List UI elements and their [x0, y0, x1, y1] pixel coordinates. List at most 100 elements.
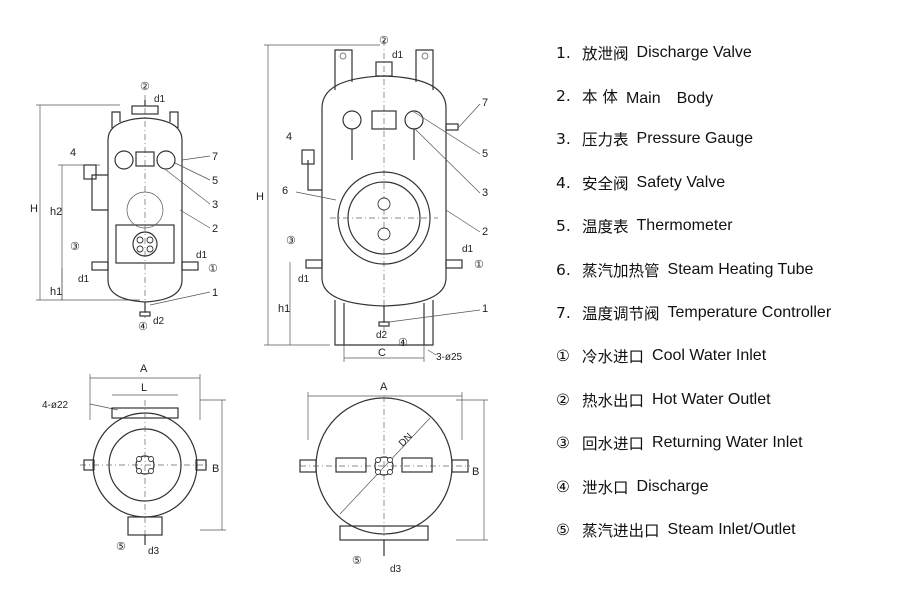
label-h1-large: h1 — [278, 303, 290, 315]
legend-num: ① — [556, 347, 570, 366]
label-holes-small: 4-ø22 — [42, 400, 69, 411]
label-c2-large: ② — [379, 35, 389, 47]
label-p1-large: 1 — [482, 303, 488, 315]
legend-item-2: 2. 本 体 Main Body — [556, 74, 901, 117]
large-vessel-top-view: A B DN ⑤ d3 — [299, 381, 488, 575]
legend-num: ⑤ — [556, 520, 570, 539]
label-c4-large: ④ — [398, 337, 408, 349]
legend-item-c3: ③ 回水进口 Returning Water Inlet — [556, 422, 901, 465]
label-d1-right-large: d1 — [462, 244, 474, 255]
legend-en: Temperature Controller — [667, 304, 832, 322]
label-b-large: B — [472, 466, 479, 478]
legend-zh: 回水进口 — [582, 435, 645, 454]
label-p6-large: 6 — [282, 185, 288, 197]
legend-num: 7. — [556, 304, 571, 323]
legend-zh: 温度调节阀 — [582, 305, 660, 324]
legend-en: Discharge Valve — [636, 43, 752, 61]
legend-item-7: 7. 温度调节阀 Temperature Controller — [556, 291, 901, 334]
label-c1-small: ① — [208, 263, 218, 275]
legend-en: Cool Water Inlet — [652, 347, 767, 365]
label-a-large: A — [380, 381, 388, 393]
label-d1-top-large: d1 — [392, 50, 404, 61]
legend-en: Main Body — [625, 90, 714, 108]
legend-item-c1: ① 冷水进口 Cool Water Inlet — [556, 335, 901, 378]
legend-item-c5: ⑤ 蒸汽进出口 Steam Inlet/Outlet — [556, 508, 901, 551]
legend-en: Returning Water Inlet — [652, 434, 803, 452]
label-p7-large: 7 — [482, 97, 488, 109]
legend-num: 2. — [556, 87, 571, 106]
legend-zh: 热水出口 — [582, 391, 645, 410]
label-d1-right-small: d1 — [196, 250, 208, 261]
large-vessel-front-view: H h1 — [256, 35, 488, 363]
label-p2-large: 2 — [482, 226, 488, 238]
label-holes-large: 3-ø25 — [436, 352, 463, 363]
label-d3-large: d3 — [390, 564, 402, 575]
label-p4-large: 4 — [286, 131, 292, 143]
legend-en: Safety Valve — [636, 173, 726, 191]
label-c5-large: ⑤ — [352, 555, 362, 567]
label-c4-small: ④ — [138, 321, 148, 333]
label-d1-left-large: d1 — [298, 274, 310, 285]
label-p5-large: 5 — [482, 148, 488, 160]
legend-zh: 本 体 — [582, 88, 618, 107]
legend-item-c4: ④ 泄水口 Discharge — [556, 465, 901, 508]
legend-en: Pressure Gauge — [636, 130, 754, 148]
legend-zh: 泄水口 — [582, 478, 629, 497]
legend-num: ② — [556, 390, 570, 409]
legend-zh: 放泄阀 — [582, 44, 629, 63]
label-c2-small: ② — [140, 81, 150, 93]
label-c: C — [378, 347, 386, 359]
legend-zh: 安全阀 — [582, 174, 629, 193]
label-h-large: H — [256, 191, 264, 203]
legend-zh: 温度表 — [582, 218, 629, 237]
label-c3-large: ③ — [286, 235, 296, 247]
label-p5-small: 5 — [212, 175, 218, 187]
label-c1-large: ① — [474, 259, 484, 271]
legend-zh: 压力表 — [582, 131, 629, 150]
label-d1-left-small: d1 — [78, 274, 90, 285]
legend-en: Steam Heating Tube — [667, 260, 814, 278]
label-p7-small: 7 — [212, 151, 218, 163]
legend-item-5: 5. 温度表 Thermometer — [556, 205, 901, 248]
legend-item-1: 1. 放泄阀 Discharge Valve — [556, 31, 901, 74]
label-d3-small: d3 — [148, 546, 160, 557]
label-h2: h2 — [50, 206, 62, 218]
label-d2-large: d2 — [376, 330, 388, 341]
legend-item-6: 6. 蒸汽加热管 Steam Heating Tube — [556, 248, 901, 291]
legend-num: 4. — [556, 173, 571, 192]
label-b-small: B — [212, 463, 219, 475]
label-l: L — [141, 382, 147, 394]
legend-en: Steam Inlet/Outlet — [667, 520, 796, 538]
legend-list: 1. 放泄阀 Discharge Valve 2. 本 体 Main Body 3. 压力… — [556, 31, 901, 552]
legend-zh: 蒸汽进出口 — [582, 521, 660, 540]
label-a-small: A — [140, 363, 148, 375]
legend-num: ④ — [556, 477, 570, 496]
small-vessel-top-view: A L 4-ø22 B ⑤ d3 — [42, 363, 226, 557]
label-c5-small: ⑤ — [116, 541, 126, 553]
legend-en: Hot Water Outlet — [652, 390, 771, 408]
legend-num: ③ — [556, 434, 570, 453]
label-h1-small: h1 — [50, 286, 62, 298]
legend-item-3: 3. 压力表 Pressure Gauge — [556, 118, 901, 161]
label-dn: DN — [397, 431, 415, 449]
legend-en: Discharge — [636, 477, 709, 495]
label-p4-small: 4 — [70, 147, 76, 159]
label-d2-small: d2 — [153, 316, 165, 327]
legend-num: 1. — [556, 43, 571, 62]
label-d1-top-small: d1 — [154, 94, 166, 105]
label-p1-small: 1 — [212, 287, 218, 299]
label-p3-small: 3 — [212, 199, 218, 211]
legend-item-c2: ② 热水出口 Hot Water Outlet — [556, 378, 901, 421]
technical-drawing: H h2 h1 — [30, 35, 488, 575]
label-h-small: H — [30, 203, 38, 215]
label-p3-large: 3 — [482, 187, 488, 199]
legend-zh: 蒸汽加热管 — [582, 261, 660, 280]
legend-num: 3. — [556, 130, 571, 149]
legend-item-4: 4. 安全阀 Safety Valve — [556, 161, 901, 204]
label-c3-small: ③ — [70, 241, 80, 253]
legend-num: 6. — [556, 260, 571, 279]
legend-num: 5. — [556, 217, 571, 236]
small-vessel-front-view: H h2 h1 — [30, 81, 218, 333]
legend-zh: 冷水进口 — [582, 348, 645, 367]
legend-en: Thermometer — [636, 217, 733, 235]
